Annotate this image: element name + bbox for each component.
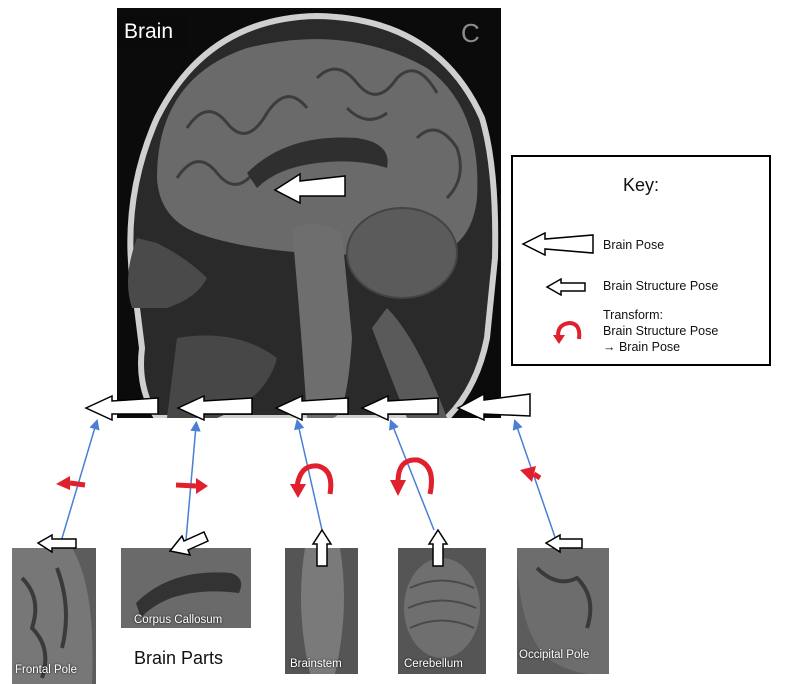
brain-pose-arrow-1: [86, 396, 158, 420]
connector-corpus: [186, 426, 196, 540]
brain-pose-arrow-4: [362, 396, 438, 420]
structure-arrow-frontal: [38, 535, 76, 552]
structure-arrow-brainstem: [313, 530, 331, 566]
transform-corpus: [176, 478, 208, 494]
structure-arrow-cerebellum: [429, 530, 447, 566]
transform-occipital: [520, 466, 540, 482]
brain-pose-arrow-2: [178, 396, 252, 420]
structure-arrow-corpus: [170, 532, 208, 555]
brain-pose-arrow-main: [275, 174, 345, 203]
brain-pose-arrow-3: [276, 396, 348, 420]
brain-pose-arrow-5: [458, 394, 530, 420]
transform-cerebellum: [390, 460, 432, 496]
structure-arrow-occipital: [546, 535, 582, 552]
connector-occipital: [516, 424, 556, 540]
